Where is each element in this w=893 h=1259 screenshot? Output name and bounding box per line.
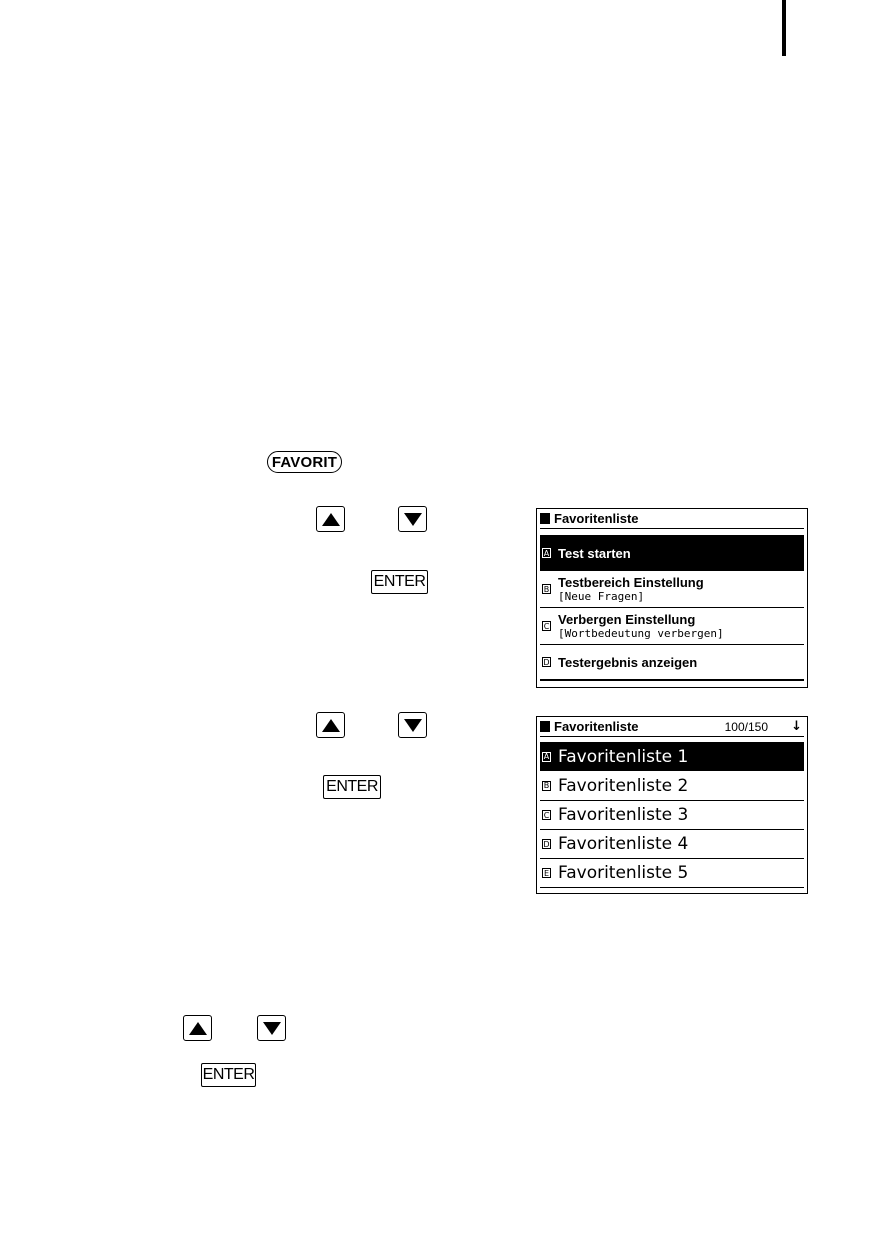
screen-header: Favoritenliste (540, 509, 804, 529)
list-item-favoritenliste-3[interactable]: C Favoritenliste 3 (540, 801, 804, 830)
list-item-favoritenliste-2[interactable]: B Favoritenliste 2 (540, 771, 804, 801)
page-edge-marker (782, 0, 786, 56)
list-item-favoritenliste-1[interactable]: A Favoritenliste 1 (540, 742, 804, 771)
header-square-icon (540, 721, 550, 732)
letter-c-icon: C (542, 810, 551, 820)
favorites-menu-screen: Favoritenliste A Test starten B Testbere… (536, 508, 808, 688)
down-key[interactable] (257, 1015, 286, 1041)
down-arrow-icon: ↓ (791, 719, 802, 734)
letter-b-icon: B (542, 780, 551, 791)
letter-c-icon: C (542, 621, 551, 631)
menu-item-value: [Neue Fragen] (558, 590, 645, 603)
list-item-label: Favoritenliste 2 (558, 775, 689, 796)
letter-a-icon: A (542, 751, 551, 762)
screen-bottom-line (540, 679, 804, 681)
menu-item-value: [Wortbedeutung verbergen] (558, 627, 724, 640)
list-item-label: Favoritenliste 5 (558, 863, 689, 883)
up-key[interactable] (316, 712, 345, 738)
up-key[interactable] (183, 1015, 212, 1041)
menu-item-testbereich[interactable]: B Testbereich Einstellung [Neue Fragen] (540, 571, 804, 608)
favorit-key-label: FAVORIT (271, 453, 338, 471)
down-key[interactable] (398, 506, 427, 532)
letter-b-icon: B (542, 584, 551, 594)
enter-key[interactable]: ENTER (201, 1063, 256, 1087)
header-square-icon (540, 513, 550, 524)
menu-item-testergebnis[interactable]: D Testergebnis anzeigen (540, 645, 804, 679)
down-key[interactable] (398, 712, 427, 738)
down-arrow-icon (262, 1021, 281, 1035)
screen-header: Favoritenliste 100/150 ↓ (540, 717, 804, 737)
letter-d-icon: D (542, 657, 551, 667)
menu-item-verbergen[interactable]: C Verbergen Einstellung [Wortbedeutung v… (540, 608, 804, 645)
list-count: 100/150 (724, 719, 768, 734)
screen-title: Favoritenliste (554, 719, 639, 734)
menu-item-label: Testergebnis anzeigen (558, 654, 698, 670)
menu-item-label: Test starten (558, 545, 631, 561)
up-arrow-icon (321, 718, 340, 732)
list-item-favoritenliste-4[interactable]: D Favoritenliste 4 (540, 830, 804, 859)
menu-item-label: Verbergen Einstellung (558, 612, 696, 627)
letter-d-icon: D (542, 839, 551, 849)
favorit-key[interactable]: FAVORIT (267, 451, 342, 473)
up-arrow-icon (188, 1021, 207, 1035)
list-item-label: Favoritenliste 3 (558, 805, 689, 825)
menu-item-test-starten[interactable]: A Test starten (540, 535, 804, 571)
up-arrow-icon (321, 512, 340, 526)
enter-key-label: ENTER (326, 778, 378, 795)
down-arrow-icon (403, 512, 422, 526)
screen-title: Favoritenliste (554, 511, 639, 526)
favorites-list-screen: Favoritenliste 100/150 ↓ A Favoritenlist… (536, 716, 808, 894)
list-item-favoritenliste-5[interactable]: E Favoritenliste 5 (540, 859, 804, 888)
list-item-label: Favoritenliste 1 (558, 746, 689, 767)
menu-item-label: Testbereich Einstellung (558, 575, 704, 590)
up-key[interactable] (316, 506, 345, 532)
letter-e-icon: E (542, 868, 551, 878)
down-arrow-icon (403, 718, 422, 732)
enter-key-label: ENTER (202, 1066, 255, 1083)
enter-key[interactable]: ENTER (371, 570, 428, 594)
list-item-label: Favoritenliste 4 (558, 834, 689, 854)
enter-key-label: ENTER (373, 573, 426, 590)
letter-a-icon: A (542, 548, 551, 558)
enter-key[interactable]: ENTER (323, 775, 381, 799)
